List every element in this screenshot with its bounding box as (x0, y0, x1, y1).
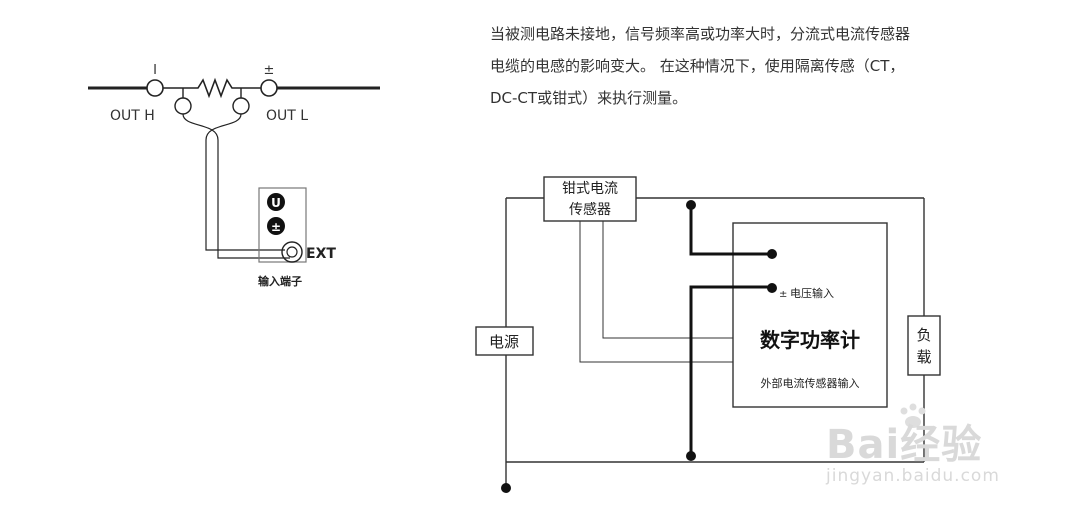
external-sensor-input-label: 外部电流传感器输入 (761, 376, 860, 390)
u-terminal-dot (267, 193, 285, 211)
watermark-brand: Bai经验 (826, 422, 983, 468)
baidu-watermark: Bai经验 jingyan.baidu.com (826, 412, 1000, 486)
voltage-input-label: 电压输入 (790, 286, 834, 300)
ground-dot (501, 483, 511, 493)
junction-bottom (686, 451, 696, 461)
out-h-label: OUT H (110, 108, 155, 124)
terminal-pm-label: ± (264, 63, 275, 78)
junction-top (686, 200, 696, 210)
description-line-1: 当被测电路未接地，信号频率高或功率大时，分流式电流传感器 (490, 25, 911, 43)
out-l-label: OUT L (266, 108, 308, 124)
watermark-url: jingyan.baidu.com (826, 466, 1000, 486)
load-label-1: 负 (916, 326, 931, 344)
pm-terminal-dot (267, 217, 285, 235)
shunt-resistor (163, 77, 261, 99)
input-terminal-box (258, 187, 307, 263)
terminal-i-circle (146, 79, 164, 97)
shunt-diagram (88, 77, 380, 263)
description-line-2: 电缆的电感的影响变大。 在这种情况下，使用隔离传感（CT， (490, 57, 905, 75)
power-meter-box (732, 222, 888, 408)
voltage-pm-label: ± (779, 289, 787, 300)
voltage-lead-bottom (689, 285, 773, 456)
ext-terminal-inner (286, 246, 298, 258)
input-terminal-label: 输入端子 (258, 274, 302, 288)
meter-title: 数字功率计 (760, 328, 860, 352)
load-label-2: 载 (916, 348, 931, 366)
baidu-paw-icon (900, 403, 926, 428)
load-box (907, 315, 941, 376)
power-source-box (475, 326, 534, 356)
power-source-label: 电源 (489, 333, 519, 351)
terminal-pm-circle (260, 79, 278, 97)
u-symbol: U (271, 196, 281, 210)
clamp-sensor-label-2: 传感器 (569, 201, 611, 218)
pm-symbol: ± (271, 220, 281, 234)
terminal-i-label: I (153, 63, 157, 78)
clamp-sensor-label-1: 钳式电流 (562, 181, 618, 197)
sensor-cable-1 (579, 221, 733, 363)
voltage-terminal-1 (767, 249, 777, 259)
clamp-sensor-box (543, 176, 637, 222)
sensor-cable-2 (602, 221, 733, 339)
cable-wire-2 (217, 140, 290, 259)
description-paragraph: 当被测电路未接地，信号频率高或功率大时，分流式电流传感器 电缆的电感的影响变大。… (490, 18, 1010, 114)
voltage-terminal-2 (767, 283, 777, 293)
ext-label: EXT (306, 246, 336, 262)
description-line-3: DC-CT或钳式）来执行测量。 (490, 89, 688, 107)
voltage-lead-top (689, 204, 773, 256)
out-l-circle (232, 97, 250, 115)
sensor-diagram (475, 176, 941, 490)
junction-dots (501, 200, 777, 493)
out-h-circle (174, 97, 192, 115)
ext-terminal-outer (281, 241, 303, 263)
